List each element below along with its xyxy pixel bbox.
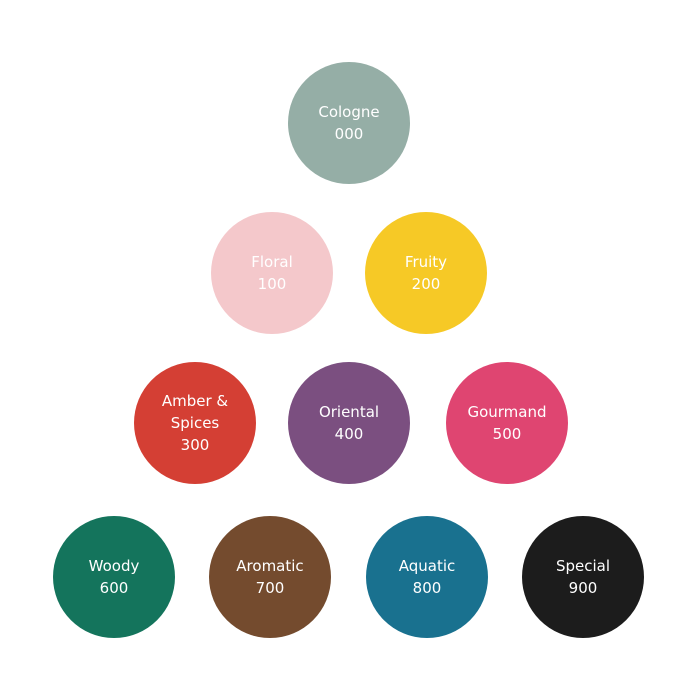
circle-code: 000 <box>334 125 364 143</box>
circle-special: Special 900 <box>522 516 644 638</box>
circle-label: Oriental <box>318 403 380 421</box>
circle-label: Fruity <box>404 253 448 271</box>
circle-cologne: Cologne 000 <box>288 62 410 184</box>
circle-oriental: Oriental 400 <box>288 362 410 484</box>
circle-code: 200 <box>411 275 441 293</box>
circle-label: Aromatic <box>236 557 304 575</box>
circle-woody: Woody 600 <box>53 516 175 638</box>
circle-code: 400 <box>334 425 364 443</box>
circle-label: Aquatic <box>398 557 456 575</box>
circle-floral: Floral 100 <box>211 212 333 334</box>
circle-code: 500 <box>492 425 522 443</box>
circle-code: 800 <box>412 579 442 597</box>
circle-label: Cologne <box>318 103 380 121</box>
circle-label: Amber & Spices <box>161 392 229 432</box>
circle-aquatic: Aquatic 800 <box>366 516 488 638</box>
circle-aromatic: Aromatic 700 <box>209 516 331 638</box>
circle-fruity: Fruity 200 <box>365 212 487 334</box>
circle-gourmand: Gourmand 500 <box>446 362 568 484</box>
circle-code: 300 <box>180 436 210 454</box>
circle-code: 700 <box>255 579 285 597</box>
circle-code: 100 <box>257 275 287 293</box>
circle-label: Floral <box>251 253 293 271</box>
circle-label: Woody <box>88 557 140 575</box>
circle-label: Special <box>555 557 611 575</box>
circle-code: 600 <box>99 579 129 597</box>
circle-label: Gourmand <box>467 403 547 421</box>
circle-code: 900 <box>568 579 598 597</box>
circle-amber-spices: Amber & Spices 300 <box>134 362 256 484</box>
